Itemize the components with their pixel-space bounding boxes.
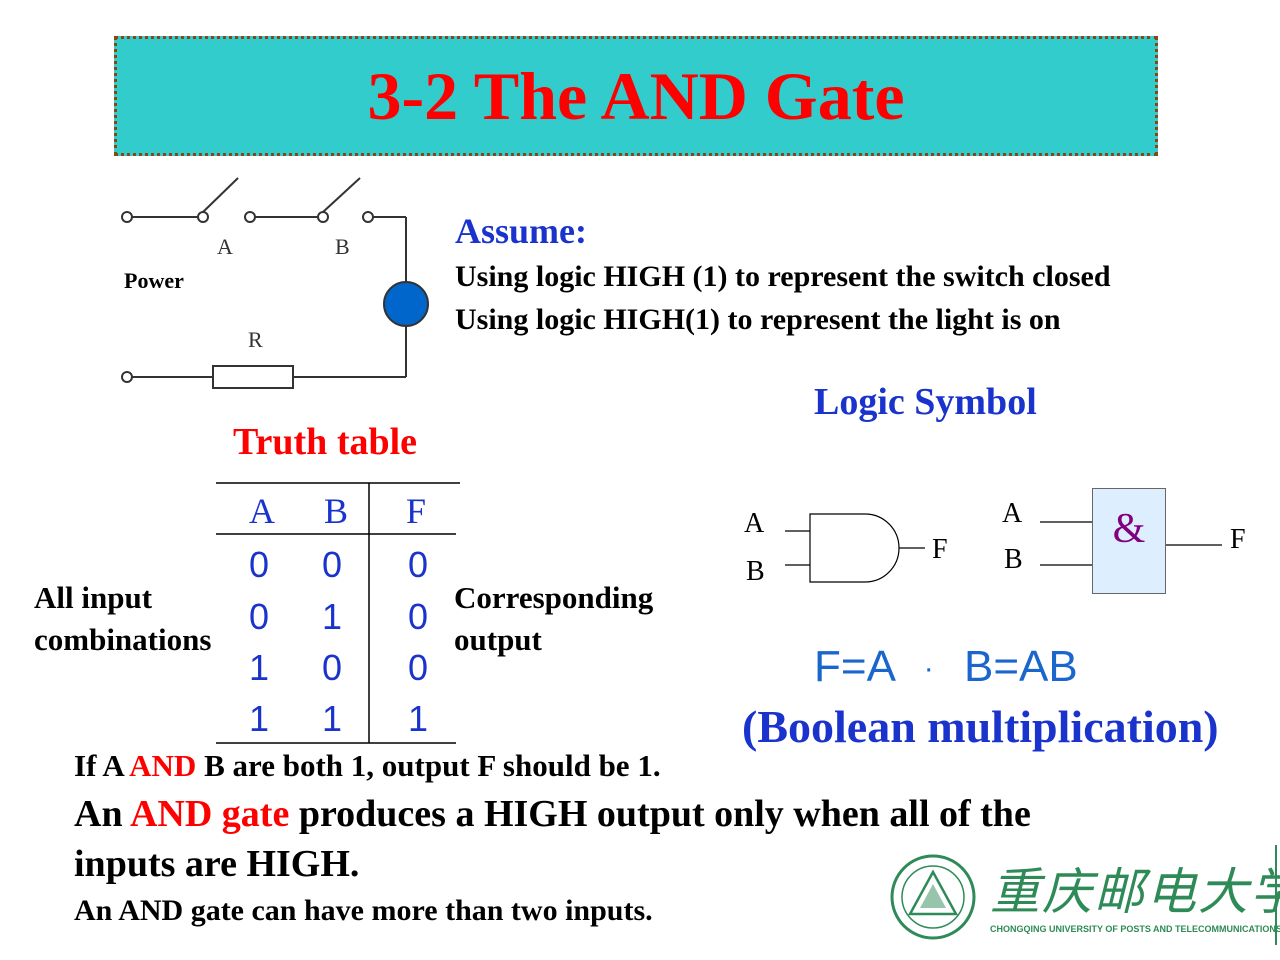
resistor-label: R bbox=[248, 327, 263, 352]
lamp-icon bbox=[383, 281, 429, 327]
tt-header-f: F bbox=[405, 491, 427, 531]
tt-cell: 0 bbox=[248, 596, 270, 637]
input-combinations-label-1: All input bbox=[34, 580, 153, 615]
switch-b bbox=[322, 177, 361, 213]
tt-cell: 1 bbox=[321, 596, 343, 637]
gate1-input-a: A bbox=[744, 508, 765, 539]
boolean-multiplication-note: (Boolean multiplication) bbox=[742, 701, 1219, 752]
logo-divider bbox=[1275, 845, 1277, 945]
switch-a-label: A bbox=[217, 234, 233, 259]
tt-cell: 0 bbox=[407, 647, 429, 688]
tt-cell: 1 bbox=[321, 698, 343, 739]
input-combinations-label-2: combinations bbox=[34, 622, 212, 657]
switch-a bbox=[202, 177, 239, 213]
formula-right: B=AB bbox=[963, 642, 1078, 691]
tt-cell: 1 bbox=[407, 698, 429, 739]
iec-and-gate-lines bbox=[1040, 521, 1222, 566]
switch-circuit-diagram: A B R bbox=[121, 177, 429, 389]
university-name-english: CHONGQING UNIVERSITY OF POSTS AND TELECO… bbox=[990, 924, 1280, 934]
text-segment: B are both 1, output F should be 1. bbox=[196, 748, 661, 783]
text-highlight: AND bbox=[129, 748, 197, 783]
assume-line-2: Using logic HIGH(1) to represent the lig… bbox=[455, 303, 1061, 336]
formula-dot: · bbox=[923, 652, 934, 686]
and-gate-icon bbox=[785, 513, 925, 583]
output-label-1: Corresponding bbox=[454, 580, 654, 615]
terminal-top bbox=[121, 211, 133, 223]
gate1-input-b: B bbox=[746, 556, 765, 587]
gate2-input-b: B bbox=[1004, 544, 1023, 575]
gate1-output-f: F bbox=[932, 534, 948, 565]
truth-table-title: Truth table bbox=[233, 421, 418, 463]
truth-table-lines bbox=[216, 482, 460, 744]
tt-cell: 0 bbox=[248, 544, 270, 585]
university-seal-icon bbox=[890, 854, 976, 940]
text-highlight: AND gate bbox=[129, 793, 290, 835]
resistor bbox=[212, 365, 294, 389]
tt-cell: 0 bbox=[407, 544, 429, 585]
gate2-output-f: F bbox=[1230, 524, 1246, 555]
tt-cell: 0 bbox=[321, 647, 343, 688]
multiple-inputs-text: An AND gate can have more than two input… bbox=[74, 894, 653, 927]
switch-b-label: B bbox=[335, 234, 350, 259]
terminal-bottom bbox=[121, 371, 133, 383]
tt-header-b: B bbox=[323, 491, 348, 531]
tt-cell: 1 bbox=[248, 647, 270, 688]
and-gate-definition-line-2: inputs are HIGH. bbox=[74, 843, 360, 885]
title-banner bbox=[114, 36, 1158, 156]
gate2-input-a: A bbox=[1002, 498, 1023, 529]
tt-cell: 0 bbox=[321, 544, 343, 585]
text-segment: If A bbox=[74, 748, 130, 783]
tt-header-a: A bbox=[249, 491, 275, 531]
power-label: Power bbox=[124, 268, 184, 293]
university-name-chinese: 重庆邮电大学 bbox=[990, 863, 1280, 921]
page-title: 3-2 The AND Gate bbox=[367, 58, 905, 134]
iec-and-gate-icon: & bbox=[1092, 488, 1166, 594]
assume-heading: Assume: bbox=[455, 211, 587, 251]
boolean-formula: F=A · B=AB bbox=[814, 642, 1078, 692]
formula-left: F=A bbox=[814, 642, 894, 691]
and-condition-text: If A AND B are both 1, output F should b… bbox=[74, 748, 661, 784]
output-label-2: output bbox=[454, 622, 542, 657]
assume-line-1: Using logic HIGH (1) to represent the sw… bbox=[455, 260, 1111, 293]
text-segment: produces a HIGH output only when all of … bbox=[289, 793, 1031, 835]
text-segment: An bbox=[74, 793, 130, 835]
and-gate-definition-line-1: An AND gate produces a HIGH output only … bbox=[74, 792, 1031, 836]
logic-symbol-title: Logic Symbol bbox=[814, 381, 1037, 423]
tt-cell: 0 bbox=[407, 596, 429, 637]
tt-cell: 1 bbox=[248, 698, 270, 739]
